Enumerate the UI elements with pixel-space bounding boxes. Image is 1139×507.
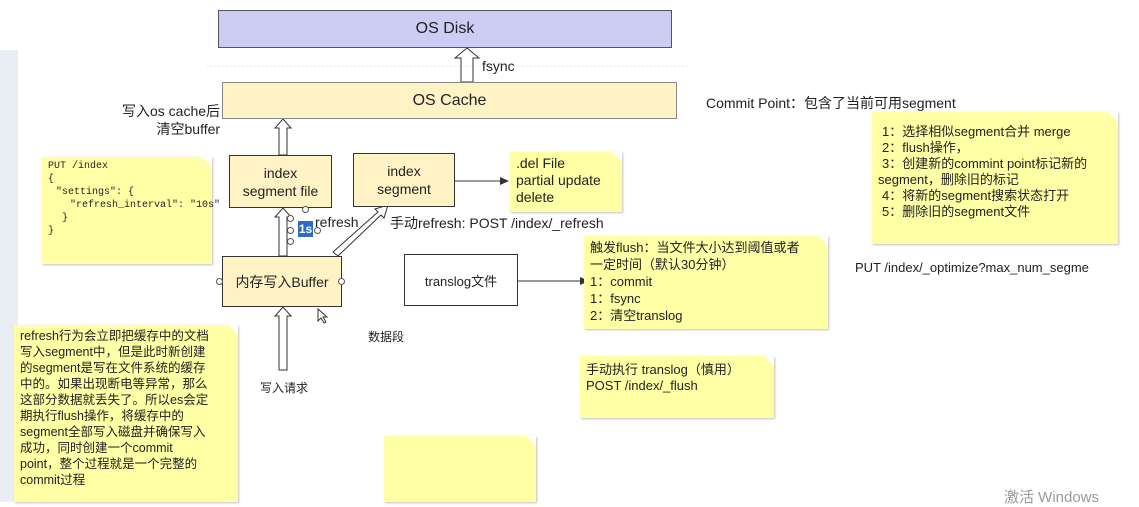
- note-line: refresh行为会立即把缓存中的文档: [20, 329, 209, 343]
- note-line: point，整个过程就是一个完整的: [20, 457, 198, 471]
- note-line: 触发flush：当文件大小达到阈值或者: [590, 240, 800, 255]
- memory-buffer-label: 内存写入Buffer: [235, 273, 329, 290]
- write-cache-note-line: 清空buffer: [156, 121, 221, 137]
- connection-handle[interactable]: [216, 278, 223, 285]
- note-line: 1：commit: [590, 274, 653, 289]
- note-fold: [228, 325, 238, 335]
- commit-point-label: Commit Point：包含了当前可用segment: [706, 95, 956, 111]
- note-line: 的segment是写在文件系统的缓存: [20, 361, 206, 375]
- note-line: 手动执行 translog（慎用）: [586, 362, 740, 377]
- note-line: {: [48, 174, 55, 185]
- selection-handle[interactable]: [302, 206, 309, 213]
- translog-label: translog文件: [424, 273, 498, 289]
- note-line: 2：清空translog: [590, 308, 683, 323]
- selection-handle[interactable]: [287, 238, 294, 245]
- index-segment-line: segment: [377, 181, 431, 197]
- optimize-label: PUT /index/_optimize?max_num_segme: [855, 260, 1089, 275]
- refresh-interval-badge[interactable]: 1s: [298, 221, 313, 237]
- os-disk-label: OS Disk: [415, 20, 475, 37]
- selection-handle[interactable]: [287, 227, 294, 234]
- write-cache-note-line: 写入os cache后: [122, 103, 221, 119]
- note-line: 这部分数据就丢失了。所以es会定: [20, 393, 209, 407]
- index-segment-file-box: index segment file: [229, 155, 332, 208]
- index-segment-box: index segment: [353, 153, 455, 207]
- left-panel-strip: [0, 50, 18, 502]
- flush-trigger-note[interactable]: 触发flush：当文件大小达到阈值或者 一定时间（默认30分钟） 1：commi…: [584, 236, 828, 329]
- note-line: POST /index/_flush: [586, 378, 698, 393]
- selection-handle[interactable]: [314, 227, 321, 234]
- note-line: .del File: [516, 155, 566, 171]
- note-line: "settings": {: [56, 187, 135, 198]
- note-fold: [202, 157, 212, 167]
- os-cache-box: OS Cache: [222, 82, 677, 119]
- note-line: 1：选择相似segment合并 merge: [882, 124, 1071, 139]
- selection-handle[interactable]: [287, 215, 294, 222]
- note-fold: [764, 356, 774, 366]
- note-line: "refresh_interval": "10s": [70, 200, 221, 211]
- note-line: 5：删除旧的segment文件: [882, 204, 1031, 219]
- note-line: delete: [516, 189, 555, 205]
- merge-steps-note[interactable]: 1：选择相似segment合并 merge 2：flush操作， 3：创建新的c…: [872, 112, 1118, 244]
- note-line: 期执行flush操作，将缓存中的: [20, 409, 184, 423]
- manual-refresh-label: 手动refresh: POST /index/_refresh: [390, 215, 604, 231]
- note-line: commit过程: [20, 473, 86, 487]
- manual-flush-note[interactable]: 手动执行 translog（慎用） POST /index/_flush: [580, 356, 774, 418]
- os-disk-box: OS Disk: [218, 10, 672, 48]
- refresh-explain-note[interactable]: refresh行为会立即把缓存中的文档 写入segment中，但是此时新创建 的…: [14, 325, 238, 502]
- note-fold: [612, 152, 622, 162]
- connection-handle[interactable]: [338, 278, 345, 285]
- note-line: 4：将新的segment搜索状态打开: [882, 188, 1070, 203]
- index-segment-file-line: index: [263, 164, 298, 181]
- note-fold: [1108, 112, 1118, 122]
- note-line: PUT /index: [48, 161, 109, 172]
- note-fold: [526, 436, 536, 446]
- data-segment-label: 数据段: [368, 330, 405, 344]
- note-line: }: [62, 213, 69, 224]
- index-segment-file-line: segment file: [242, 182, 319, 199]
- note-line: 1：fsync: [590, 291, 641, 306]
- write-cache-note: 写入os cache后 清空buffer: [122, 102, 220, 138]
- note-line: partial update: [516, 172, 601, 188]
- empty-note[interactable]: [384, 436, 536, 502]
- write-request-label: 写入请求: [260, 381, 309, 395]
- translog-box: translog文件: [404, 254, 518, 306]
- note-line: 成功，同时创建一个commit: [20, 441, 173, 455]
- note-line: 一定时间（默认30分钟）: [590, 257, 735, 272]
- refresh-label: refresh: [315, 214, 359, 230]
- note-line: 2：flush操作，: [882, 140, 969, 155]
- note-line: }: [48, 226, 55, 237]
- os-cache-label: OS Cache: [412, 91, 487, 109]
- note-line: segment，删除旧的标记: [878, 172, 1019, 187]
- index-segment-line: index: [387, 163, 421, 179]
- fsync-label: fsync: [482, 58, 515, 74]
- note-line: 3：创建新的commint point标记新的: [882, 156, 1088, 171]
- windows-watermark: 激活 Windows: [1004, 489, 1100, 506]
- memory-buffer-box: 内存写入Buffer: [222, 256, 342, 307]
- segment-ops-note[interactable]: .del File partial update delete: [510, 152, 622, 212]
- note-fold: [818, 236, 828, 246]
- put-settings-note[interactable]: PUT /index { "settings": { "refresh_inte…: [42, 157, 221, 264]
- note-line: segment全部写入磁盘并确保写入: [20, 425, 206, 439]
- note-line: 中的。如果出现断电等异常，那么: [20, 377, 208, 391]
- note-line: 写入segment中，但是此时新创建: [20, 345, 206, 359]
